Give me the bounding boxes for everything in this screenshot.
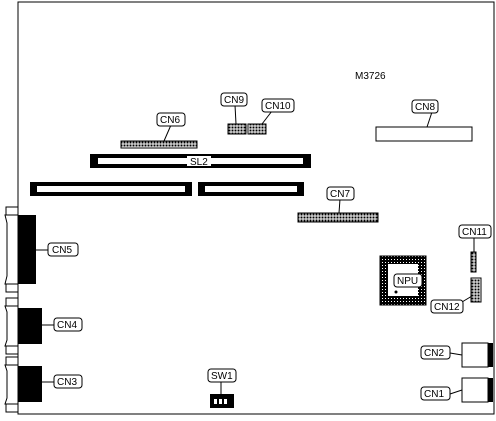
cn12-label-box xyxy=(430,299,464,314)
cn5-label: CN5 xyxy=(52,245,72,256)
cn2-label-box xyxy=(420,345,451,360)
cn7-leader xyxy=(338,198,341,214)
cn5-body xyxy=(18,215,36,284)
cn4-label: CN4 xyxy=(57,320,77,331)
cn10-leader xyxy=(261,110,273,125)
sl2-label-box xyxy=(187,156,211,166)
cn2-jack xyxy=(461,342,489,368)
cn11-header xyxy=(470,251,477,273)
model-label: M3726 xyxy=(355,71,386,82)
cn9-leader xyxy=(234,104,237,125)
cn6-label-box xyxy=(156,112,186,127)
cn1-leader xyxy=(449,389,463,395)
cn1-jack-edge xyxy=(488,378,493,402)
cn5-screw-bottom xyxy=(5,283,19,293)
cn5-screw-top xyxy=(5,206,19,216)
cn2-label: CN2 xyxy=(424,348,444,359)
cn9-header xyxy=(227,123,247,135)
cn8-label: CN8 xyxy=(415,102,435,113)
cn6-header xyxy=(120,140,198,149)
cn3-screw-bottom xyxy=(5,403,19,413)
cn8-leader xyxy=(426,111,433,128)
cn6-label: CN6 xyxy=(160,115,180,126)
cn2-leader xyxy=(449,352,463,356)
cn1-jack xyxy=(461,377,489,403)
cn4-screw-top xyxy=(5,297,19,307)
cn3-label-box xyxy=(53,374,83,389)
cn9-label: CN9 xyxy=(224,95,244,106)
sw1-position-1 xyxy=(214,399,217,404)
cn3-label: CN3 xyxy=(57,377,77,388)
cn11-label-box xyxy=(458,224,492,239)
cn2-jack-edge xyxy=(488,343,493,367)
cn5-label-box xyxy=(47,242,79,257)
cn9-label-box xyxy=(220,92,248,107)
cn11-label: CN11 xyxy=(462,227,487,238)
cn7-label-box xyxy=(326,186,355,201)
sw1-position-3 xyxy=(224,399,227,404)
cn7-label: CN7 xyxy=(330,189,350,200)
board-outline xyxy=(17,1,495,415)
cn3-screw-top xyxy=(5,356,19,366)
npu-label: NPU xyxy=(397,276,418,287)
cn10-label: CN10 xyxy=(265,101,291,112)
cn4-body xyxy=(18,308,42,344)
cn8-label-box xyxy=(411,99,439,114)
npu-pin1-mark xyxy=(394,290,398,294)
cn4-screw-bottom xyxy=(5,345,19,355)
cn1-label-box xyxy=(420,386,451,401)
cn3-shell xyxy=(4,364,19,405)
cn3-body xyxy=(18,366,42,402)
cn7-header xyxy=(297,212,379,223)
cn4-label-box xyxy=(53,317,83,332)
cn4-shell xyxy=(4,305,19,347)
cn1-label: CN1 xyxy=(424,389,444,400)
sw1-position-2 xyxy=(219,399,222,404)
sl2-label: SL2 xyxy=(190,157,208,168)
cn10-header xyxy=(247,123,267,135)
npu-label-box xyxy=(393,273,423,288)
cn12-header xyxy=(470,277,482,303)
cn8-connector xyxy=(375,126,473,142)
cn6-leader xyxy=(163,124,172,142)
cn12-leader xyxy=(461,295,473,303)
sw1-label-box xyxy=(207,368,237,383)
cn12-label: CN12 xyxy=(434,302,460,313)
cn10-label-box xyxy=(261,98,295,113)
sw1-label: SW1 xyxy=(211,371,233,382)
isa-slot-left-opening xyxy=(37,186,185,192)
cn5-shell xyxy=(4,214,19,285)
isa-slot-right-opening xyxy=(205,186,297,192)
